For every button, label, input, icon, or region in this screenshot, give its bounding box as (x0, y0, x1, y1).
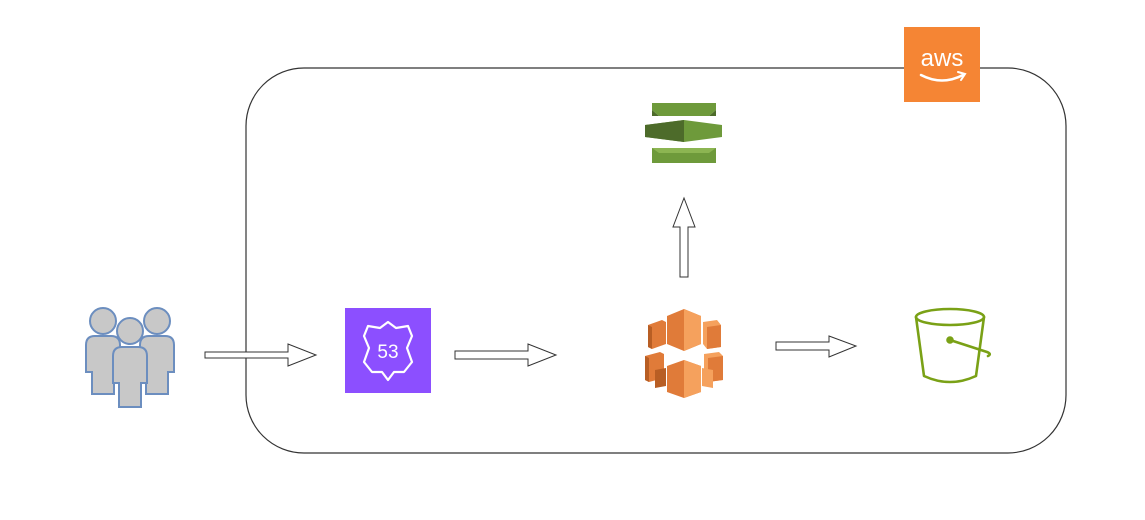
aws-cloud-boundary (245, 67, 1067, 454)
bucket-handle-dot (946, 336, 954, 344)
cube-top-left (648, 320, 666, 349)
aws-smile-arrow-icon (957, 71, 967, 81)
cloudfront-cubes-icon (645, 309, 723, 398)
aws-smile-icon (919, 73, 965, 82)
elastic-transcoder-icon (645, 103, 722, 163)
cube-top-left-side (648, 325, 652, 349)
user-center-icon (112, 317, 148, 408)
route53-icon: 53 (345, 308, 431, 393)
transcoder-bottom-layer-shade (652, 148, 716, 153)
aws-logo-background (904, 27, 980, 102)
s3-bucket-icon (914, 307, 992, 384)
users-group-icon (85, 307, 175, 408)
aws-logo-text: aws (921, 45, 964, 72)
bucket-handle (948, 338, 992, 358)
user-right-icon (139, 307, 175, 395)
cube-bottom-left (655, 368, 666, 388)
transcoder-top-layer (652, 103, 716, 116)
cube-top-center-side (684, 309, 701, 351)
cube-middle-left-side (645, 356, 649, 382)
cube-bottom-right (702, 368, 713, 388)
route53-shield-icon (362, 320, 414, 382)
bucket-body (914, 315, 986, 384)
cube-bottom-center-side (684, 360, 701, 398)
route53-label: 53 (377, 342, 398, 363)
arrow-cloudfront-to-s3 (775, 335, 858, 358)
aws-logo: aws (904, 27, 980, 102)
transcoder-middle-layer-shade (645, 120, 684, 142)
arrow-users-to-route53 (204, 343, 318, 367)
bucket-rim (914, 307, 986, 327)
cube-top-right-side (707, 325, 721, 349)
arrow-cloudfront-to-transcoder (672, 196, 696, 278)
arrow-route53-to-cloudfront (454, 343, 558, 367)
